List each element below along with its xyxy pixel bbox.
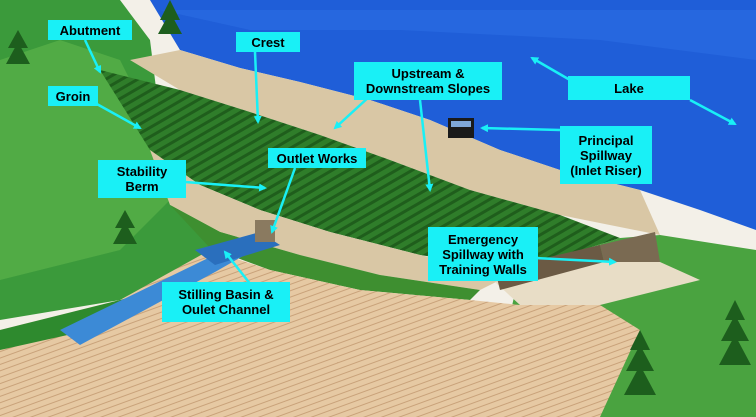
arrow-lake-right — [689, 98, 737, 126]
callout-arrows — [83, 39, 737, 291]
tree-left — [6, 30, 30, 64]
arrow-lake-left — [530, 56, 571, 82]
lake-highlight — [160, 10, 756, 60]
embankment-slope — [100, 70, 620, 270]
label-outlet-works: Outlet Works — [268, 148, 366, 168]
tree-far-right — [719, 300, 751, 365]
label-upstream-downstream-slopes: Upstream & Downstream Slopes — [354, 62, 502, 100]
tree-mid-left — [113, 210, 137, 244]
arrow-abutment — [83, 39, 102, 74]
label-abutment: Abutment — [48, 20, 132, 40]
outlet-headwall — [255, 220, 275, 242]
tree-top-left — [158, 0, 182, 34]
label-groin: Groin — [48, 86, 98, 106]
arrow-groin — [94, 101, 142, 130]
arrow-stability-berm — [184, 180, 267, 192]
trees — [6, 0, 751, 395]
arrow-crest — [253, 51, 262, 124]
arrow-downstream-slope — [418, 99, 434, 192]
arrow-outlet-works — [270, 167, 297, 234]
arrow-emergency-spillway — [534, 256, 617, 266]
berm — [150, 150, 510, 290]
label-stilling-basin: Stilling Basin & Oulet Channel — [162, 282, 290, 322]
training-wall-right — [600, 232, 660, 262]
label-emergency-spillway: Emergency Spillway with Training Walls — [428, 227, 538, 281]
label-lake: Lake — [568, 76, 690, 100]
arrow-upstream-slope — [333, 95, 371, 130]
emergency-spillway — [495, 260, 700, 305]
label-stability-berm: Stability Berm — [98, 160, 186, 198]
label-principal-spillway: Principal Spillway (Inlet Riser) — [560, 126, 652, 184]
arrow-principal-spillway — [480, 124, 561, 133]
inlet-riser-top — [451, 121, 471, 127]
outlet-channel — [60, 245, 250, 345]
tree-bottom-right — [624, 330, 656, 395]
crest-road — [130, 50, 660, 235]
label-crest: Crest — [236, 32, 300, 52]
